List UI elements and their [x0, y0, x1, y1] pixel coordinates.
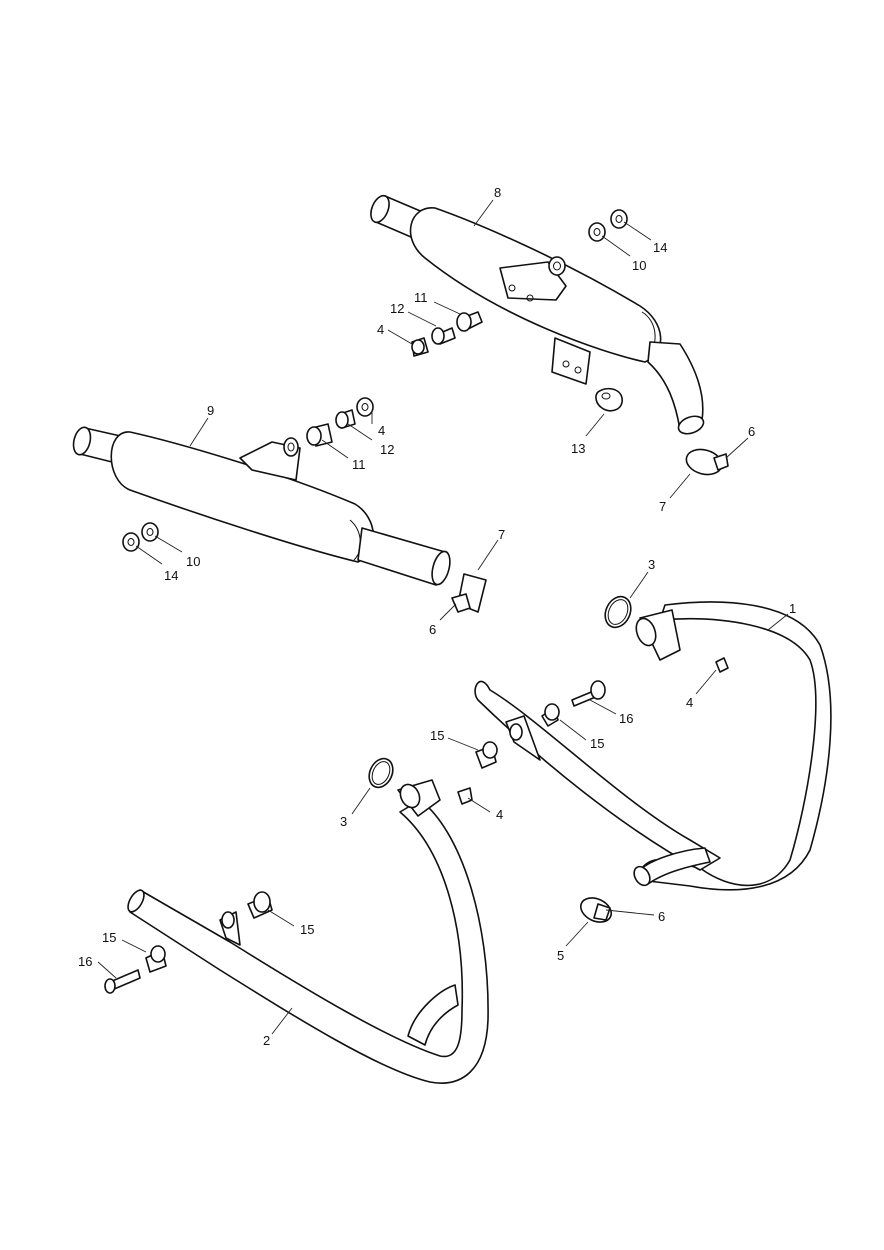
fasteners-pipe-left: [104, 891, 273, 994]
callout-3: 3: [648, 557, 655, 572]
clamp-upper: [685, 448, 729, 476]
fasteners-middle: [306, 397, 374, 447]
callout-numbers: 8 14 10 11 12 4 9 4 12 11 13 6 7 10 14 7…: [78, 185, 796, 1048]
callout-4: 4: [378, 423, 385, 438]
callout-15: 15: [300, 922, 314, 937]
washers-upper-right: [588, 209, 628, 242]
callout-15: 15: [590, 736, 604, 751]
fasteners-pipe-right: [457, 657, 729, 805]
clamp-pipe: [579, 897, 613, 923]
callout-1: 1: [789, 601, 796, 616]
gasket-right: [604, 595, 632, 629]
callout-14: 14: [653, 240, 667, 255]
callout-6: 6: [748, 424, 755, 439]
clamp-lower-silencer: [451, 573, 487, 613]
callout-10: 10: [632, 258, 646, 273]
callout-3: 3: [340, 814, 347, 829]
callout-7: 7: [498, 527, 505, 542]
callout-4: 4: [686, 695, 693, 710]
leader-lines: [97, 199, 789, 1035]
silencer-lower: [72, 426, 451, 586]
callout-12: 12: [380, 442, 394, 457]
silencer-upper: [370, 194, 705, 435]
header-pipe-left: [127, 779, 489, 1084]
callout-6: 6: [658, 909, 665, 924]
callout-4: 4: [496, 807, 503, 822]
callout-6: 6: [429, 622, 436, 637]
callout-5: 5: [557, 948, 564, 963]
callout-11: 11: [352, 457, 366, 472]
callout-7: 7: [659, 499, 666, 514]
fasteners-upper: [411, 311, 483, 357]
callout-4: 4: [377, 322, 384, 337]
callout-15: 15: [102, 930, 116, 945]
callout-10: 10: [186, 554, 200, 569]
callout-8: 8: [494, 185, 501, 200]
callout-15: 15: [430, 728, 444, 743]
callout-9: 9: [207, 403, 214, 418]
grommet-13: [595, 387, 623, 412]
callout-13: 13: [571, 441, 585, 456]
gasket-left: [368, 757, 394, 789]
callout-12: 12: [390, 301, 404, 316]
callout-16: 16: [619, 711, 633, 726]
callout-11: 11: [414, 290, 428, 305]
callout-2: 2: [263, 1033, 270, 1048]
callout-14: 14: [164, 568, 178, 583]
washers-left: [122, 522, 159, 552]
callout-16: 16: [78, 954, 92, 969]
header-pipe-right: [474, 601, 832, 891]
